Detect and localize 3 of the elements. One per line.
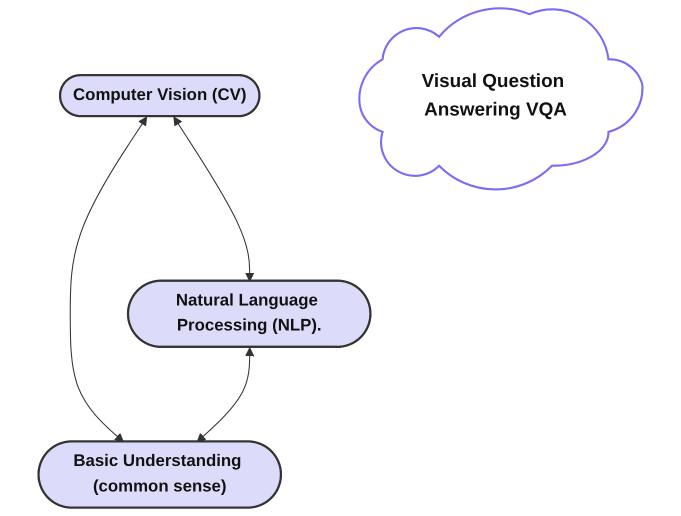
arrow — [173, 116, 254, 282]
arrow — [196, 347, 254, 442]
arrow — [70, 116, 148, 442]
